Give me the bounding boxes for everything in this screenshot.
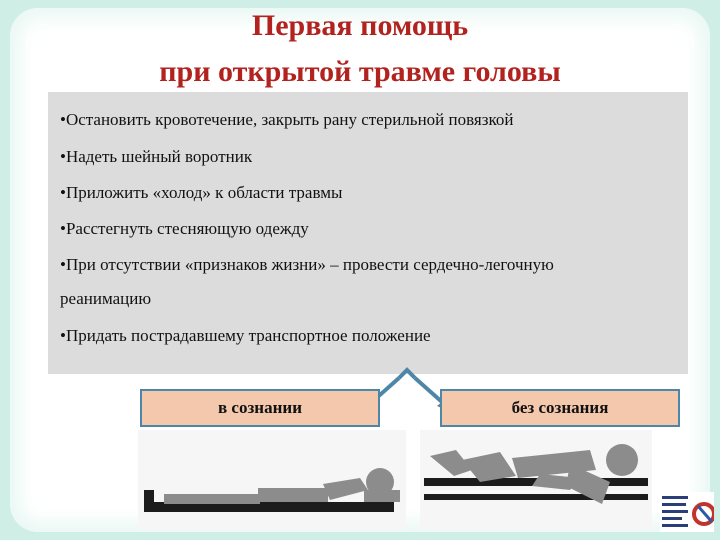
bullet-transport: •Придать пострадавшему транспортное поло… — [60, 326, 431, 345]
option-unconscious: без сознания — [440, 389, 680, 427]
bullet-apply-cold: •Приложить «холод» к области травмы — [60, 183, 343, 202]
conscious-position-image — [138, 430, 406, 530]
bullet-loosen-clothes: •Расстегнуть стесняющую одежду — [60, 219, 309, 238]
bullet-neck-collar: •Надеть шейный воротник — [60, 147, 253, 166]
rescue-service-logo — [660, 492, 714, 532]
bullet-cpr: •При отсутствии «признаков жизни» – пров… — [60, 255, 554, 274]
bullet-cpr-cont: реанимацию — [60, 289, 152, 308]
unconscious-position-image — [420, 430, 652, 530]
bullet-stop-bleeding: •Остановить кровотечение, закрыть рану с… — [60, 110, 514, 129]
instructions-panel: •Остановить кровотечение, закрыть рану с… — [48, 92, 688, 374]
option-conscious: в сознании — [140, 389, 380, 427]
title-line-2: при открытой травме головы — [159, 55, 561, 88]
title-line-1: Первая помощь — [251, 9, 469, 42]
